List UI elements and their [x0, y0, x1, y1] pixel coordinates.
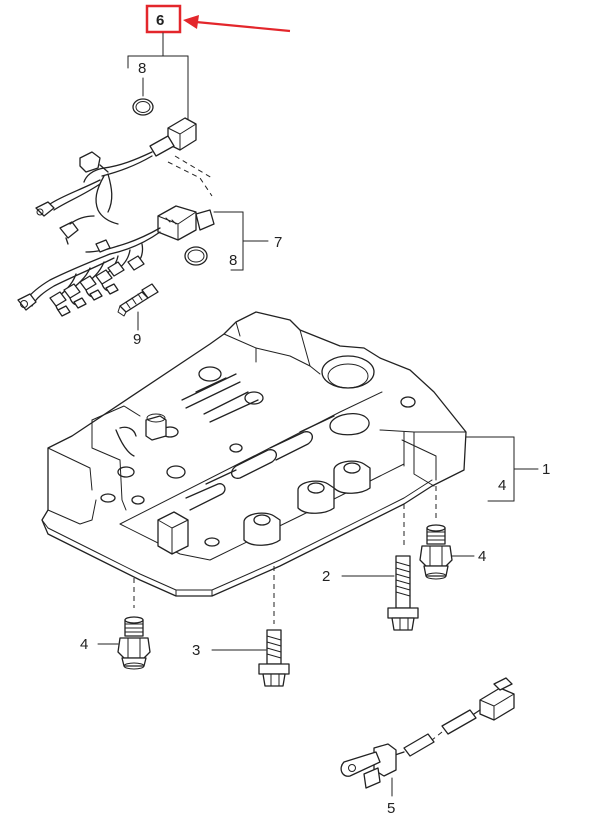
valve-body	[41, 311, 467, 597]
callout-4-right[interactable]: 4	[478, 548, 486, 565]
callout-6-group[interactable]: 6	[145, 4, 291, 34]
highlight-box	[145, 4, 182, 34]
callout-7[interactable]: 7	[274, 234, 282, 251]
fitting-4-right	[419, 524, 453, 580]
bracket-7	[213, 211, 269, 271]
callout-5[interactable]: 5	[387, 800, 395, 817]
o-ring-upper	[132, 98, 154, 116]
callout-2[interactable]: 2	[322, 568, 330, 585]
bolt-2	[387, 555, 419, 631]
o-ring-lower	[184, 246, 208, 266]
sensor-5	[340, 677, 515, 789]
callout-9[interactable]: 9	[133, 331, 141, 348]
highlight-arrow-line	[195, 20, 291, 33]
bracket-6	[127, 32, 189, 123]
wiring-harness	[17, 117, 215, 317]
bolt-3	[258, 629, 290, 687]
callout-3[interactable]: 3	[192, 642, 200, 659]
callout-1[interactable]: 1	[542, 461, 550, 478]
callout-6: 6	[156, 12, 164, 29]
callout-4-bracket[interactable]: 4	[498, 477, 506, 494]
highlight-arrowhead	[183, 15, 199, 29]
bracket-1	[465, 436, 539, 502]
callout-8-lower[interactable]: 8	[229, 252, 237, 269]
callout-8-upper[interactable]: 8	[138, 60, 146, 77]
callout-4-left[interactable]: 4	[80, 636, 88, 653]
fitting-9	[117, 283, 159, 317]
fitting-4-left	[117, 616, 151, 670]
